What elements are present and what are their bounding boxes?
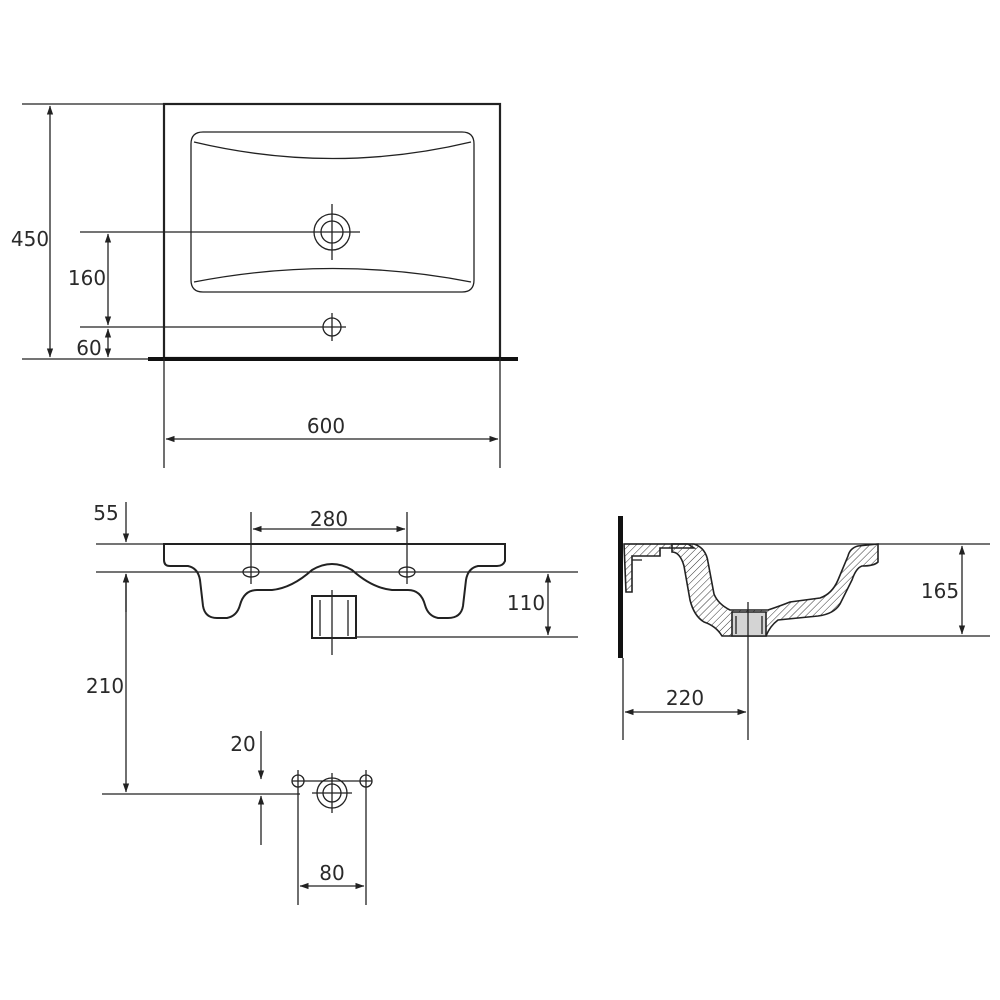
dim-bowl-depth-label: 165 <box>921 579 959 603</box>
tap-detail: 20 80 <box>230 731 373 905</box>
dim-detail-offset-label: 20 <box>230 732 255 756</box>
dim-body-height-label: 110 <box>507 591 545 615</box>
dim-drain-distance-label: 220 <box>666 686 704 710</box>
dim-rim-height-label: 55 <box>93 501 118 525</box>
fixing-hole-right <box>292 770 373 905</box>
dim-hole-spacing-label: 280 <box>310 507 348 531</box>
dim-tap-offset-label: 160 <box>68 266 106 290</box>
basin-profile-front <box>163 543 506 619</box>
fixing-hole-left <box>291 770 305 905</box>
drain-hole-detail <box>312 773 352 813</box>
tap-hole-top <box>80 313 346 341</box>
drain-outlet-section <box>731 611 767 637</box>
dim-detail-pitch-label: 80 <box>319 861 344 885</box>
side-section-view: 165 220 <box>618 516 990 740</box>
bowl-curve-upper <box>193 141 472 160</box>
wall-section <box>618 516 623 658</box>
front-view: 280 55 210 110 <box>86 501 578 795</box>
dim-depth-label: 450 <box>11 227 49 251</box>
top-view: 450 160 60 600 <box>11 102 518 468</box>
bowl-section <box>671 543 879 637</box>
dim-wall-offset-label: 60 <box>76 336 101 360</box>
bowl-outline-top <box>190 131 475 293</box>
bowl-curve-lower <box>193 267 472 283</box>
drain-hole-top <box>80 204 360 260</box>
dim-drain-height-label: 210 <box>86 674 124 698</box>
dim-width-label: 600 <box>307 414 345 438</box>
drain-spigot-front <box>311 595 357 639</box>
